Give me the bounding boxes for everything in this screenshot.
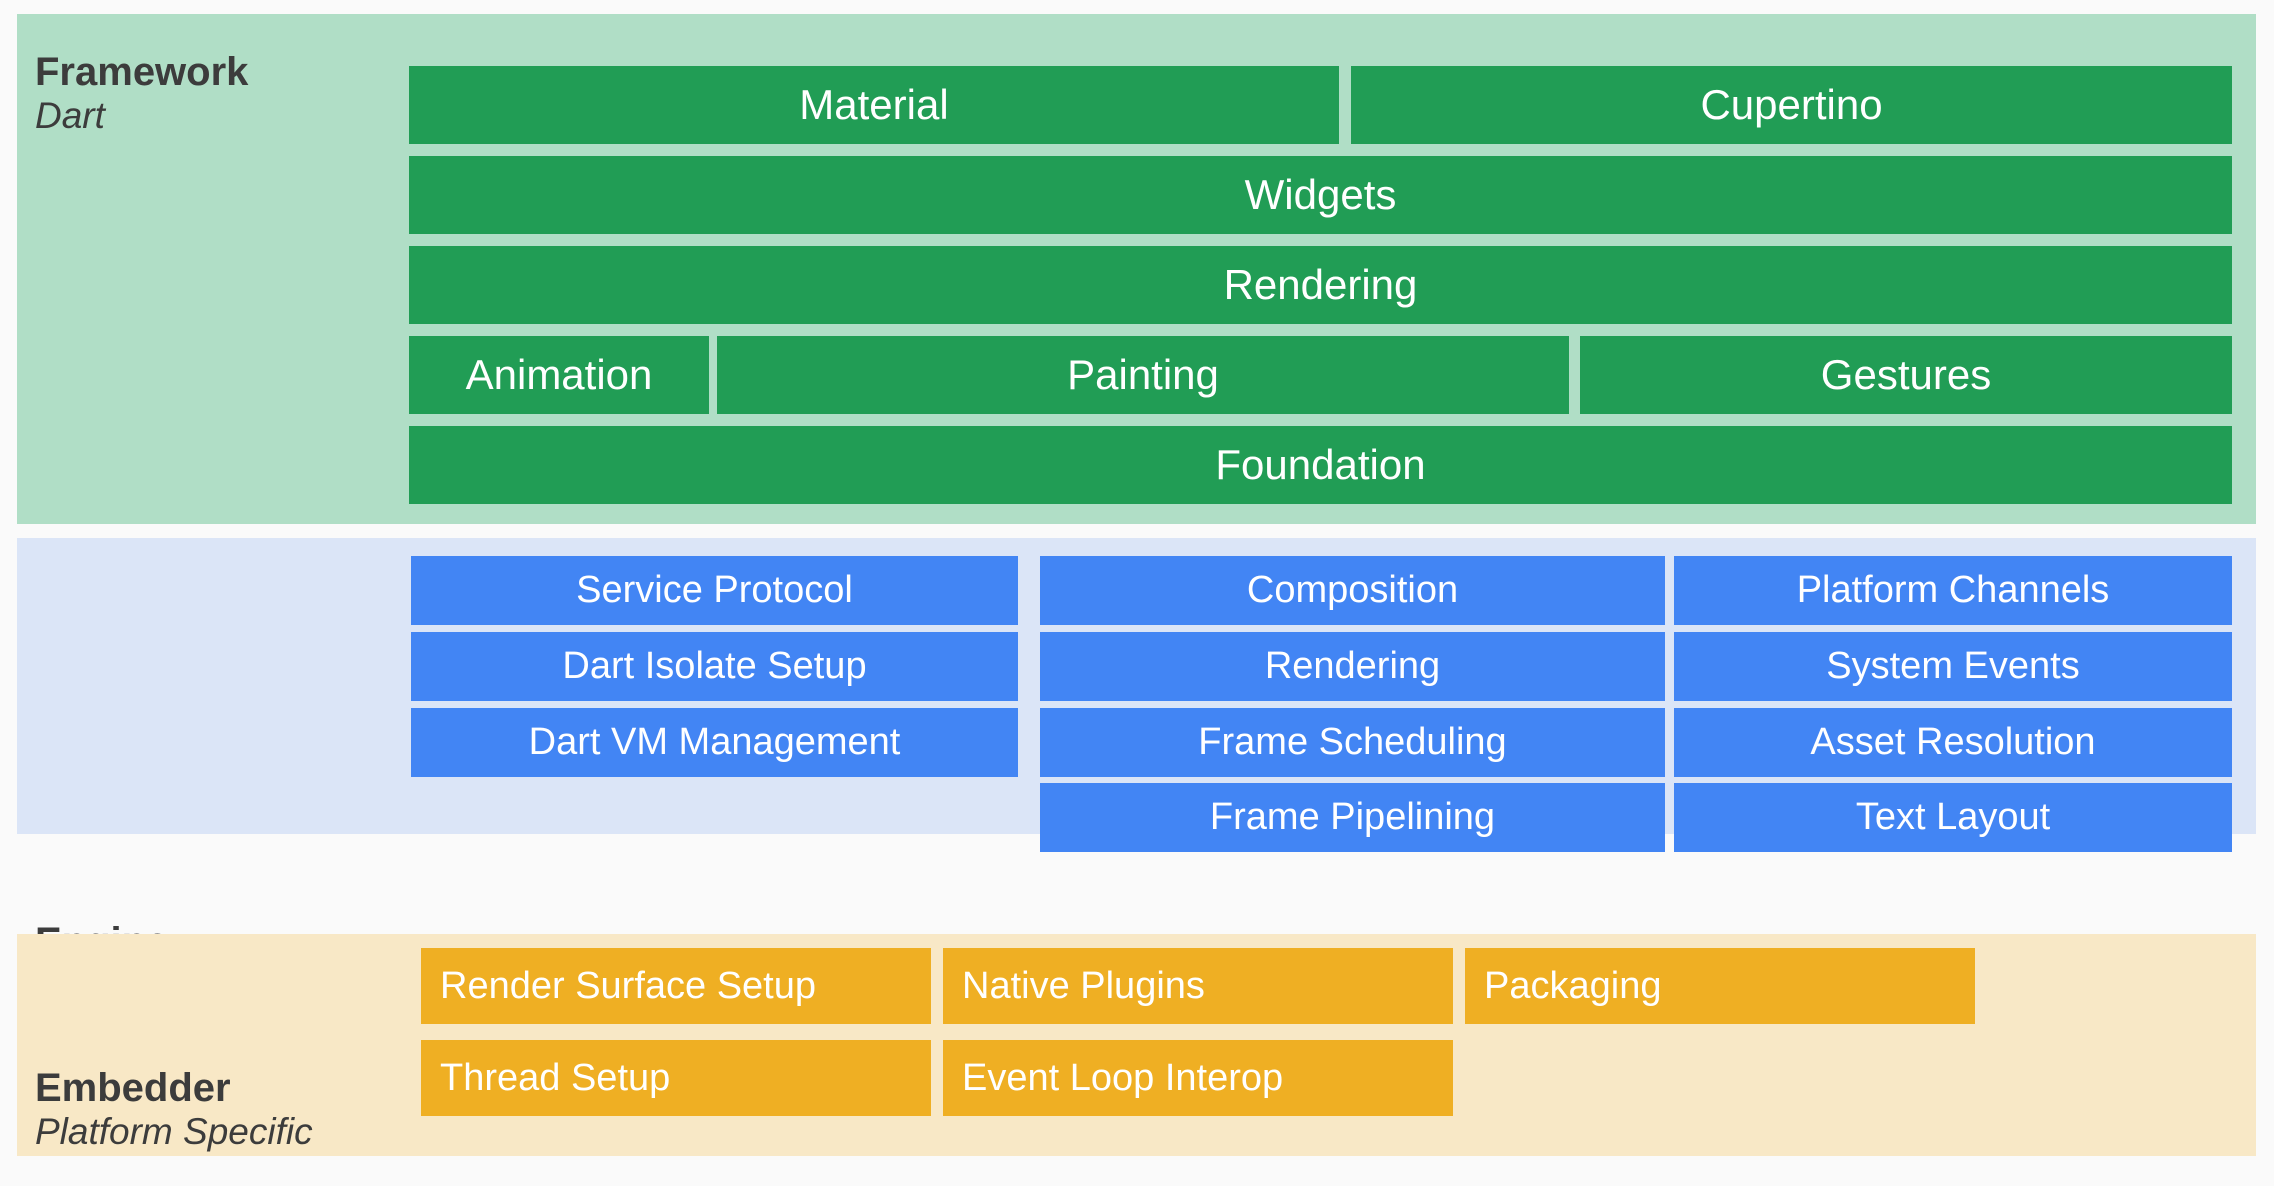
layer-subtitle-embedder: Platform Specific bbox=[35, 1110, 313, 1152]
box-platform-channels[interactable]: Platform Channels bbox=[1674, 556, 2232, 625]
box-rendering-engine[interactable]: Rendering bbox=[1040, 632, 1665, 701]
box-native-plugins[interactable]: Native Plugins bbox=[943, 948, 1453, 1024]
box-animation[interactable]: Animation bbox=[409, 336, 709, 414]
box-service-protocol[interactable]: Service Protocol bbox=[411, 556, 1018, 625]
box-cupertino[interactable]: Cupertino bbox=[1351, 66, 2232, 144]
layer-title-framework: Framework bbox=[35, 50, 249, 94]
box-system-events[interactable]: System Events bbox=[1674, 632, 2232, 701]
box-gestures[interactable]: Gestures bbox=[1580, 336, 2232, 414]
box-event-loop-interop[interactable]: Event Loop Interop bbox=[943, 1040, 1453, 1116]
box-thread-setup[interactable]: Thread Setup bbox=[421, 1040, 931, 1116]
box-render-surface-setup[interactable]: Render Surface Setup bbox=[421, 948, 931, 1024]
layer-engine: Engine C/C++ Service Protocol Compositio… bbox=[17, 538, 2256, 1006]
box-composition[interactable]: Composition bbox=[1040, 556, 1665, 625]
box-asset-resolution[interactable]: Asset Resolution bbox=[1674, 708, 2232, 777]
box-dart-vm-management[interactable]: Dart VM Management bbox=[411, 708, 1018, 777]
layer-embedder: Embedder Platform Specific Render Surfac… bbox=[17, 934, 2256, 1156]
layer-title-embedder: Embedder bbox=[35, 1066, 231, 1110]
box-frame-scheduling[interactable]: Frame Scheduling bbox=[1040, 708, 1665, 777]
layer-framework: Framework Dart Material Cupertino Widget… bbox=[17, 14, 2256, 524]
box-frame-pipelining[interactable]: Frame Pipelining bbox=[1040, 783, 1665, 852]
box-rendering-framework[interactable]: Rendering bbox=[409, 246, 2232, 324]
box-widgets[interactable]: Widgets bbox=[409, 156, 2232, 234]
layer-label-framework: Framework Dart bbox=[35, 50, 248, 136]
layer-label-embedder: Embedder Platform Specific bbox=[35, 1066, 313, 1152]
box-foundation[interactable]: Foundation bbox=[409, 426, 2232, 504]
box-packaging[interactable]: Packaging bbox=[1465, 948, 1975, 1024]
layer-subtitle-framework: Dart bbox=[35, 94, 105, 136]
box-painting[interactable]: Painting bbox=[717, 336, 1569, 414]
box-text-layout[interactable]: Text Layout bbox=[1674, 783, 2232, 852]
box-dart-isolate-setup[interactable]: Dart Isolate Setup bbox=[411, 632, 1018, 701]
box-material[interactable]: Material bbox=[409, 66, 1339, 144]
